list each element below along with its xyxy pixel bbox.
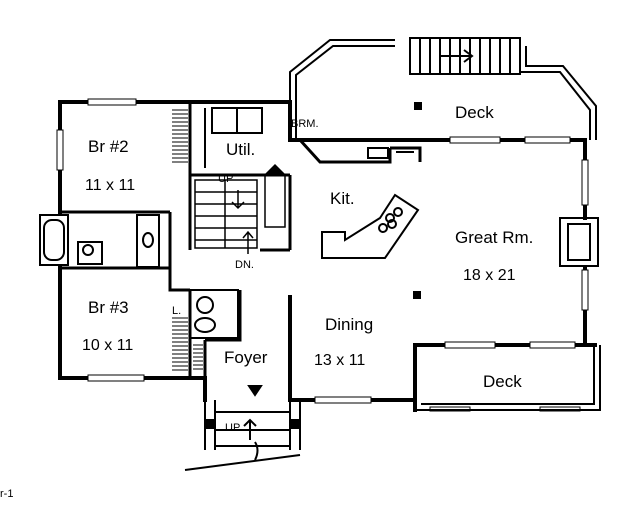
entry-stairs [184,385,301,471]
room-label-brm: BRM. [291,118,319,130]
kitchen-island [321,147,420,259]
stair-label-entry-up: UP [225,422,240,434]
room-label-deck-top: Deck [455,103,494,122]
stair-label-up: UP [218,173,233,185]
main-stairs [194,163,286,254]
closets [172,109,203,371]
room-size-great-rm: 18 x 21 [463,267,516,284]
stair-label-down: DN. [235,259,254,271]
room-size-br3: 10 x 11 [82,337,133,354]
corner-mark: r-1 [0,488,13,500]
bottom-deck [415,345,601,412]
top-deck [289,37,597,299]
windows [56,98,589,404]
room-label-foyer: Foyer [224,348,268,367]
fireplace [559,217,599,267]
room-size-dining: 13 x 11 [314,352,365,369]
room-label-dining: Dining [325,315,373,334]
washer-dryer [204,107,263,168]
room-size-br2: 11 x 11 [85,177,135,194]
room-label-deck-bottom: Deck [483,372,522,391]
bathroom-fixtures [39,214,239,339]
room-label-great-rm: Great Rm. [455,228,533,247]
room-label-kit: Kit. [330,189,355,208]
room-label-br2: Br #2 [88,137,129,156]
room-label-linen: L. [172,305,181,317]
room-label-br3: Br #3 [88,298,129,317]
room-label-util: Util. [226,140,255,159]
